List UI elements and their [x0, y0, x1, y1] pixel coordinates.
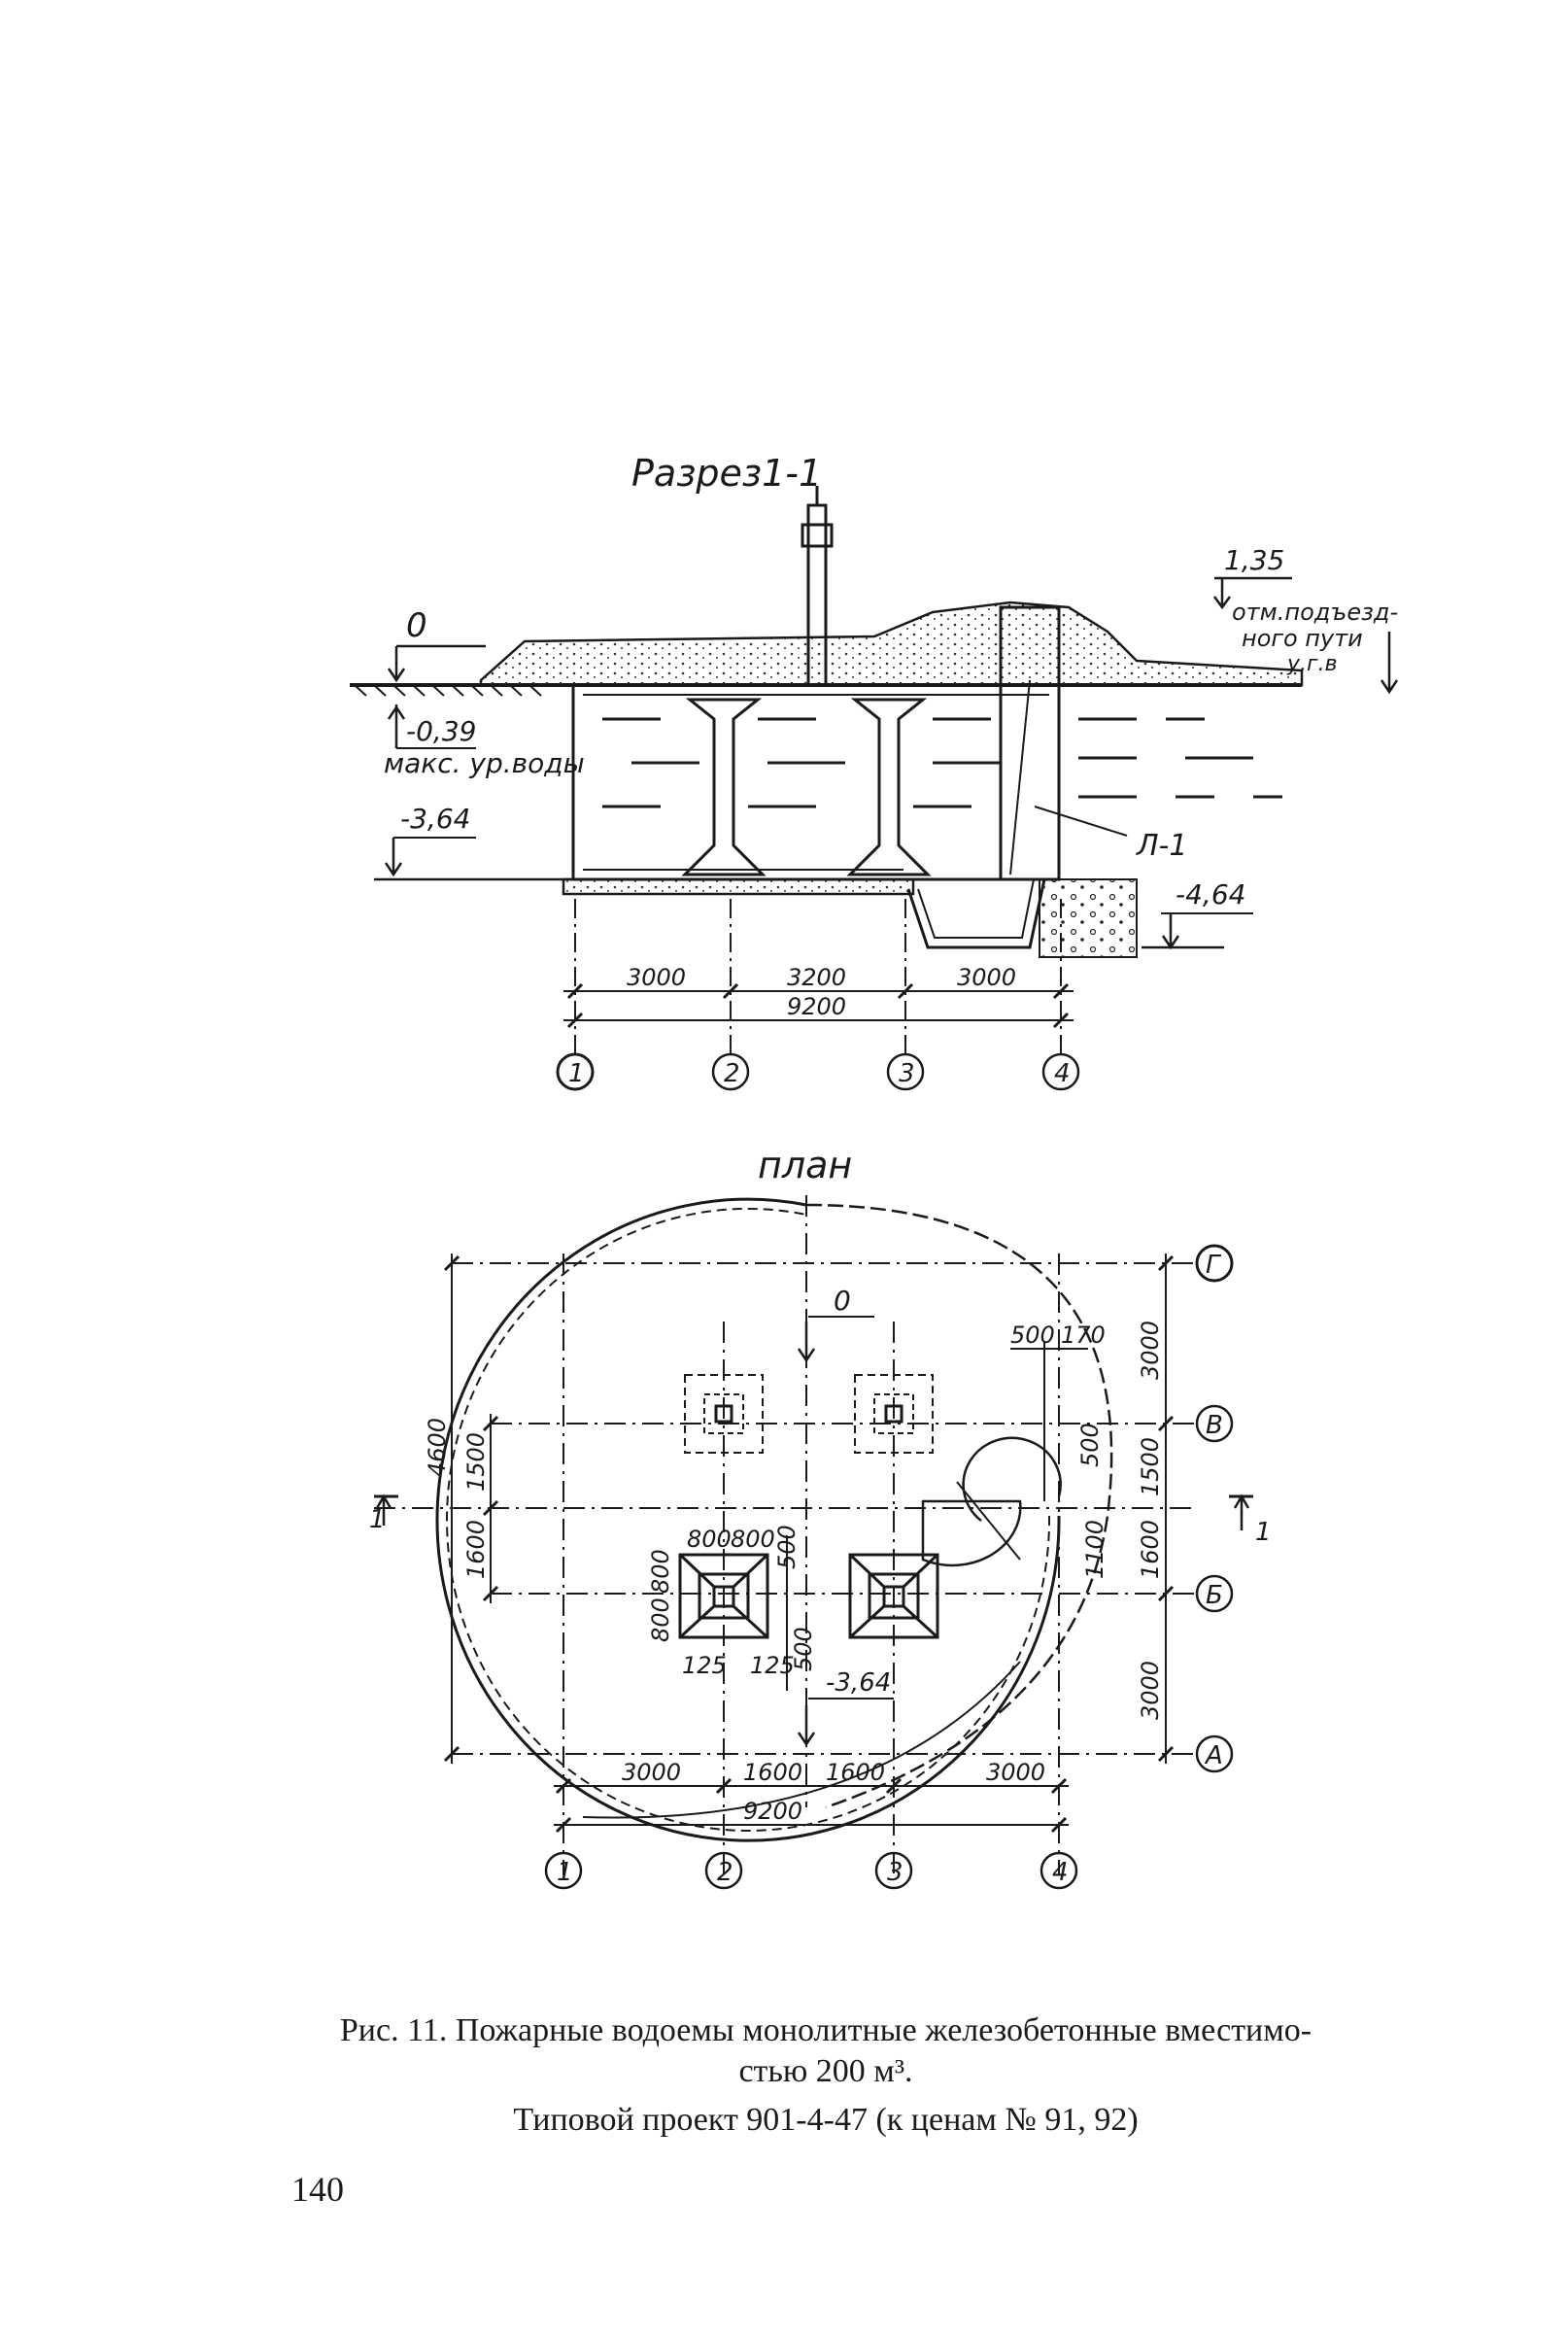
section-axis-2: 2	[724, 1059, 740, 1088]
section-title: Разрез1-1	[631, 452, 822, 495]
plan-dim-bottom-3: 1600	[826, 1759, 885, 1786]
col-dim-h: 500	[790, 1627, 817, 1671]
plan-axis-y-4: А	[1204, 1741, 1223, 1770]
hatch-dim-d: 1100	[1081, 1520, 1108, 1579]
plan-level-bottom: -3,64	[826, 1668, 891, 1698]
plan-axis-x-3: 3	[887, 1858, 903, 1887]
plan-axis-x-1: 1	[557, 1858, 573, 1887]
plan-dim-left-3: 1600	[462, 1520, 490, 1579]
section-mark-right: 1	[1255, 1518, 1272, 1547]
section-axis-4: 4	[1054, 1059, 1071, 1088]
plan-view: план	[369, 1144, 1272, 1890]
figure-caption-line-3: Типовой проект 901-4-47 (к ценам № 91, 9…	[513, 2102, 1139, 2138]
road-note-3: у.г.в	[1286, 652, 1338, 676]
plan-dim-bottom-4: 3000	[986, 1759, 1045, 1786]
plan-dim-left-1: 4600	[424, 1418, 451, 1477]
hatch-dim-c: 500	[1076, 1423, 1104, 1467]
plan-dim-bottom-2: 1600	[743, 1759, 802, 1786]
road-note-1: отм.подъезд-	[1232, 599, 1398, 626]
col-dim-d: 800	[647, 1597, 674, 1642]
section-dim-3: 3000	[957, 964, 1016, 991]
plan-dim-right-1: 3000	[1137, 1321, 1164, 1380]
mark-zero: 0	[406, 606, 427, 645]
section-axis-1: 1	[568, 1059, 585, 1088]
plan-axis-y-2: В	[1206, 1411, 1223, 1440]
page-number: 140	[291, 2170, 344, 2209]
ladder-label: Л-1	[1136, 829, 1187, 863]
plan-title: план	[758, 1144, 852, 1186]
section-dim-1: 3000	[627, 964, 686, 991]
plan-axis-x-4: 4	[1052, 1858, 1069, 1887]
plan-axis-y-3: Б	[1206, 1581, 1223, 1610]
hatch-dim-b: 170	[1061, 1322, 1106, 1349]
plan-axis-x-2: 2	[717, 1858, 733, 1887]
figure-caption-line-2: стью 200 м³.	[738, 2053, 913, 2089]
plan-dim-right-3: 1600	[1137, 1520, 1164, 1579]
plan-dim-left-2: 1500	[462, 1432, 490, 1492]
plan-dim-bottom-1: 3000	[622, 1759, 681, 1786]
col-dim-b: 800	[731, 1526, 775, 1553]
col-dim-c: 800	[647, 1549, 674, 1594]
hatch-dim-a: 500	[1010, 1322, 1055, 1349]
section-dim-total: 9200	[787, 993, 846, 1020]
section-dim-2: 3200	[787, 964, 846, 991]
section-view: Разрез1-1	[350, 452, 1398, 1091]
section-axis-3: 3	[899, 1059, 915, 1088]
mark-pit-bottom: -4,64	[1176, 878, 1245, 910]
water-label: макс. ур.воды	[384, 747, 585, 779]
col-dim-a: 800	[687, 1526, 732, 1553]
plan-dim-right-4: 3000	[1137, 1661, 1164, 1720]
section-mark-left: 1	[369, 1505, 386, 1534]
plan-dim-total: 9200	[743, 1798, 802, 1825]
plan-axis-y-1: Г	[1206, 1251, 1222, 1280]
mark-135: 1,35	[1224, 544, 1284, 576]
mark-water: -0,39	[406, 715, 476, 747]
road-note-2: ного пути	[1242, 625, 1363, 652]
figure-caption-line-1: Рис. 11. Пожарные водоемы монолитные жел…	[339, 2012, 1312, 2048]
plan-level-zero: 0	[834, 1285, 851, 1317]
mark-bottom: -3,64	[400, 803, 470, 835]
plan-dim-right-2: 1500	[1137, 1437, 1164, 1496]
col-dim-e: 125	[682, 1652, 727, 1679]
